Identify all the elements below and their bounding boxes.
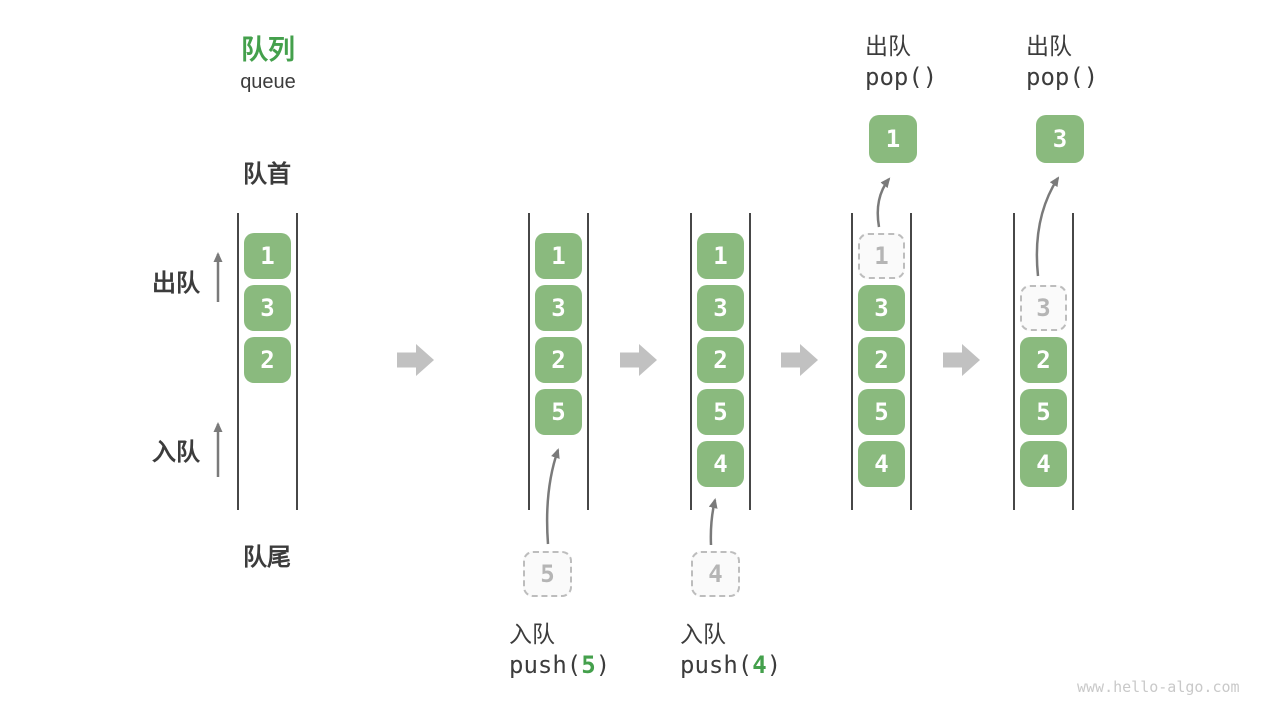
queue-item-value: 3 [551,294,566,322]
state-transition-arrow-icon [781,344,818,376]
queue-column-4: 1 3 2 5 4 [851,213,912,510]
queue-item: 4 [697,441,744,487]
queue-item: 2 [244,337,291,383]
code-fn: push( [680,651,753,679]
queue-item-value: 4 [874,450,889,478]
push-operation-label-1: 入队 push(5) [509,618,610,679]
push-operation-label-2: 入队 push(4) [680,618,781,679]
queue-item-value: 3 [1052,125,1068,153]
queue-item-value: 4 [708,560,723,588]
state-transition-arrow-icon [620,344,657,376]
queue-item: 2 [1020,337,1067,383]
queue-item-value: 3 [713,294,728,322]
label-dequeue-direction: 出队 [152,270,200,297]
queue-item-value: 2 [551,346,566,374]
state-transition-arrow-icon [943,344,980,376]
code-arg: 4 [752,651,767,679]
queue-item-value: 1 [885,125,901,153]
queue-item-value: 2 [260,346,275,374]
queue-item-removed-slot: 1 [858,233,905,279]
pop-label-code: pop() [1026,63,1099,91]
queue-item: 5 [1020,389,1067,435]
queue-item: 2 [697,337,744,383]
label-queue-rear: 队尾 [243,544,291,571]
diagram-title-zh: 队列 [241,35,295,65]
queue-item-value: 5 [1036,398,1051,426]
queue-item: 3 [244,285,291,331]
queue-item: 1 [697,233,744,279]
queue-item-value: 3 [874,294,889,322]
queue-column-5: 3 2 5 4 [1013,213,1074,510]
queue-item-value: 5 [874,398,889,426]
queue-column-3: 1 3 2 5 4 [690,213,751,510]
enqueue-staging-box: 5 [523,551,572,597]
queue-item: 1 [535,233,582,279]
popped-item-box: 3 [1036,115,1084,163]
queue-item: 3 [697,285,744,331]
code-arg: 5 [581,651,596,679]
queue-item-value: 4 [713,450,728,478]
push-label-zh: 入队 [680,621,726,647]
queue-item: 5 [535,389,582,435]
pop-label-zh: 出队 [1026,33,1072,59]
queue-item-value: 2 [1036,346,1051,374]
queue-item: 4 [1020,441,1067,487]
queue-item-value: 3 [1036,294,1051,322]
pop-label-zh: 出队 [865,33,911,59]
queue-item-value: 2 [713,346,728,374]
queue-item-value: 1 [551,242,566,270]
push-label-zh: 入队 [509,621,555,647]
queue-item-value: 1 [713,242,728,270]
push-label-code: push(4) [680,651,781,679]
queue-item-value: 1 [874,242,889,270]
code-close: ) [766,651,782,679]
pop-label-code: pop() [865,63,938,91]
code-close: ) [595,651,611,679]
queue-column-1: 1 3 2 [237,213,298,510]
queue-item-value: 5 [713,398,728,426]
queue-item-value: 3 [260,294,275,322]
popped-item-box: 1 [869,115,917,163]
queue-item: 3 [535,285,582,331]
queue-item-value: 5 [551,398,566,426]
queue-item: 2 [535,337,582,383]
queue-item-removed-slot: 3 [1020,285,1067,331]
queue-item: 2 [858,337,905,383]
push-label-code: push(5) [509,651,610,679]
diagram-title-en: queue [240,71,296,93]
queue-item-value: 2 [874,346,889,374]
state-transition-arrow-icon [397,344,434,376]
queue-item-value: 5 [540,560,555,588]
queue-item-value: 1 [260,242,275,270]
queue-column-2: 1 3 2 5 [528,213,589,510]
queue-item: 5 [858,389,905,435]
queue-item: 5 [697,389,744,435]
queue-item-value: 4 [1036,450,1051,478]
queue-item: 3 [858,285,905,331]
queue-item: 4 [858,441,905,487]
enqueue-staging-box: 4 [691,551,740,597]
label-enqueue-direction: 入队 [152,439,200,466]
pop-operation-label-2: 出队 pop() [1026,30,1098,91]
watermark: www.hello-algo.com [1077,678,1240,696]
pop-operation-label-1: 出队 pop() [865,30,937,91]
label-queue-front: 队首 [243,161,291,188]
code-fn: push( [509,651,582,679]
queue-item: 1 [244,233,291,279]
